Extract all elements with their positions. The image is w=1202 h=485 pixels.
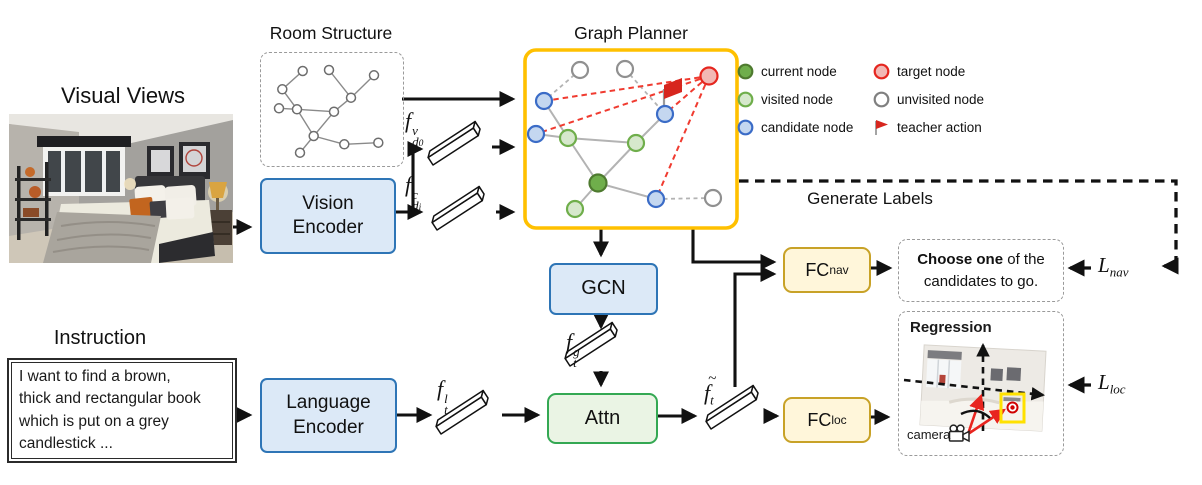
room-structure-title: Room Structure [269, 23, 393, 43]
legend-label: candidate node [761, 119, 854, 135]
loss-loc-label: Lloc [1098, 370, 1126, 397]
fc-loc-label: FC [807, 409, 832, 430]
attn-label: Attn [584, 407, 621, 429]
gcn-label: GCN [581, 277, 626, 300]
graph-planner-box [523, 48, 739, 230]
camera-label: camera [907, 427, 951, 442]
current-node [588, 173, 608, 193]
feature-bar-fc [428, 185, 488, 231]
room-structure-frame [260, 52, 404, 167]
feature-bar-fv [424, 120, 484, 166]
instruction-line: I want to find a brown, [19, 368, 171, 385]
legend-item-current: current node [737, 62, 853, 80]
candidate-node [646, 189, 666, 209]
candidate-node [655, 104, 675, 124]
nav-output-line-2: candidates to go. [923, 272, 1039, 290]
loss-nav-label: Lnav [1098, 253, 1129, 280]
visual-views-title: Visual Views [61, 83, 185, 108]
visual-views-photo [9, 114, 233, 263]
generate-labels-label: Generate Labels [807, 189, 933, 208]
legend-item-visited: visited node [737, 90, 853, 108]
regression-illustration [903, 342, 1047, 443]
language-encoder-label-2: Encoder [293, 416, 364, 438]
nav-output-box: Choose one of the candidates to go. [898, 239, 1064, 302]
candidate-node [534, 91, 554, 111]
language-encoder-label-1: Language [286, 392, 371, 414]
instruction-line: which is put on a grey [19, 412, 169, 430]
legend-label: target node [897, 63, 966, 79]
target-node [699, 66, 719, 86]
fc-nav-label: FC [805, 259, 830, 280]
legend-column-1: current node visited node candidate node [737, 62, 853, 136]
legend-item-candidate: candidate node [737, 118, 853, 136]
unvisited-node-swatch [873, 91, 890, 107]
visited-node [565, 199, 585, 219]
current-node-swatch [737, 63, 754, 79]
nav-output-line-1: Choose one of the [917, 251, 1045, 269]
gcn-box: GCN [549, 263, 658, 315]
room-structure-graph [273, 64, 384, 158]
unvisited-node [703, 188, 723, 208]
legend-label: visited node [761, 91, 834, 107]
visited-node-swatch [737, 91, 754, 107]
visited-node [558, 128, 578, 148]
target-object-highlight [999, 392, 1026, 424]
vision-encoder-label-1: Vision [302, 192, 354, 214]
visited-node [626, 133, 646, 153]
instruction-box: I want to find a brown, thick and rectan… [7, 358, 237, 464]
attn-box: Attn [547, 393, 658, 444]
regression-title: Regression [910, 319, 992, 336]
loc-output-box: Regression camera [898, 311, 1064, 456]
vision-encoder-box: Vision Encoder [260, 178, 396, 254]
instruction-line: candlestick ... [19, 434, 113, 452]
camera-icon [948, 424, 970, 443]
candidate-node [526, 124, 546, 144]
legend-label: teacher action [897, 119, 982, 135]
target-node-swatch [873, 63, 890, 79]
legend-column-2: target node unvisited node teacher actio… [873, 62, 984, 136]
legend-label: unvisited node [897, 91, 985, 107]
graph-planner-title: Graph Planner [574, 23, 688, 43]
unvisited-node [570, 60, 590, 80]
generate-labels-arrows [739, 179, 1179, 394]
instruction-title: Instruction [53, 327, 147, 349]
vision-encoder-label-2: Encoder [292, 217, 364, 238]
fc-nav-sub: nav [829, 263, 849, 277]
candidate-node-swatch [737, 119, 754, 135]
legend-label: current node [761, 63, 837, 79]
instruction-line: thick and rectangular book [19, 390, 201, 408]
unvisited-node [615, 59, 635, 79]
feature-label-ftilde: ~ft [704, 370, 717, 408]
teacher-action-flag-icon [875, 120, 888, 135]
fc-loc-sub: loc [831, 413, 847, 427]
legend-item-unvisited: unvisited node [873, 90, 984, 108]
language-encoder-box: Language Encoder [260, 378, 397, 453]
legend-item-teacher: teacher action [873, 118, 984, 136]
legend-item-target: target node [873, 62, 984, 80]
